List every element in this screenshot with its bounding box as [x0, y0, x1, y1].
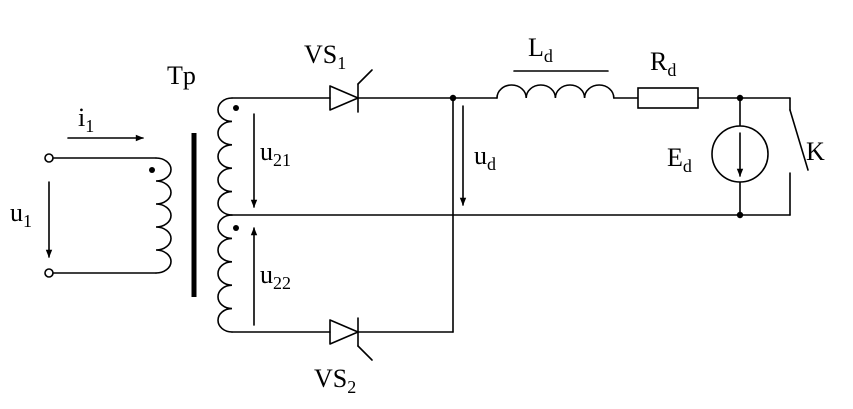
label-vs1: VS1 [304, 40, 346, 73]
label-rd: Rd [650, 47, 676, 80]
input-terminals [44, 153, 157, 278]
resistor-rd [637, 87, 699, 109]
circuit-wires [231, 97, 791, 333]
label-ud: ud [474, 141, 496, 174]
junction-nodes [449, 94, 744, 219]
label-tp: Tp [167, 61, 196, 90]
label-u1: u1 [10, 198, 32, 231]
junction-node [449, 94, 457, 102]
label-u21: u21 [260, 137, 291, 170]
switch-k [789, 109, 809, 171]
terminal-top [44, 153, 54, 163]
label-ed: Ed [667, 143, 692, 176]
junction-node [736, 211, 744, 219]
primary-polarity-dot [149, 167, 155, 173]
label-u22: u22 [260, 260, 291, 293]
junction-node [736, 94, 744, 102]
label-vs2: VS2 [314, 364, 356, 397]
label-i1: i1 [78, 103, 94, 136]
secondary-winding-lower [217, 214, 239, 333]
thyristor-vs1 [329, 69, 373, 113]
primary-winding [149, 157, 172, 274]
label-ld: Ld [528, 33, 553, 66]
secondary-winding-upper [217, 97, 239, 216]
label-k: K [806, 137, 825, 166]
inductor-ld [496, 70, 615, 99]
upper-polarity-dot [233, 105, 239, 111]
emf-source-ed [711, 125, 769, 183]
lower-polarity-dot [233, 225, 239, 231]
terminal-bottom [44, 268, 54, 278]
thyristor-vs2 [329, 317, 373, 361]
